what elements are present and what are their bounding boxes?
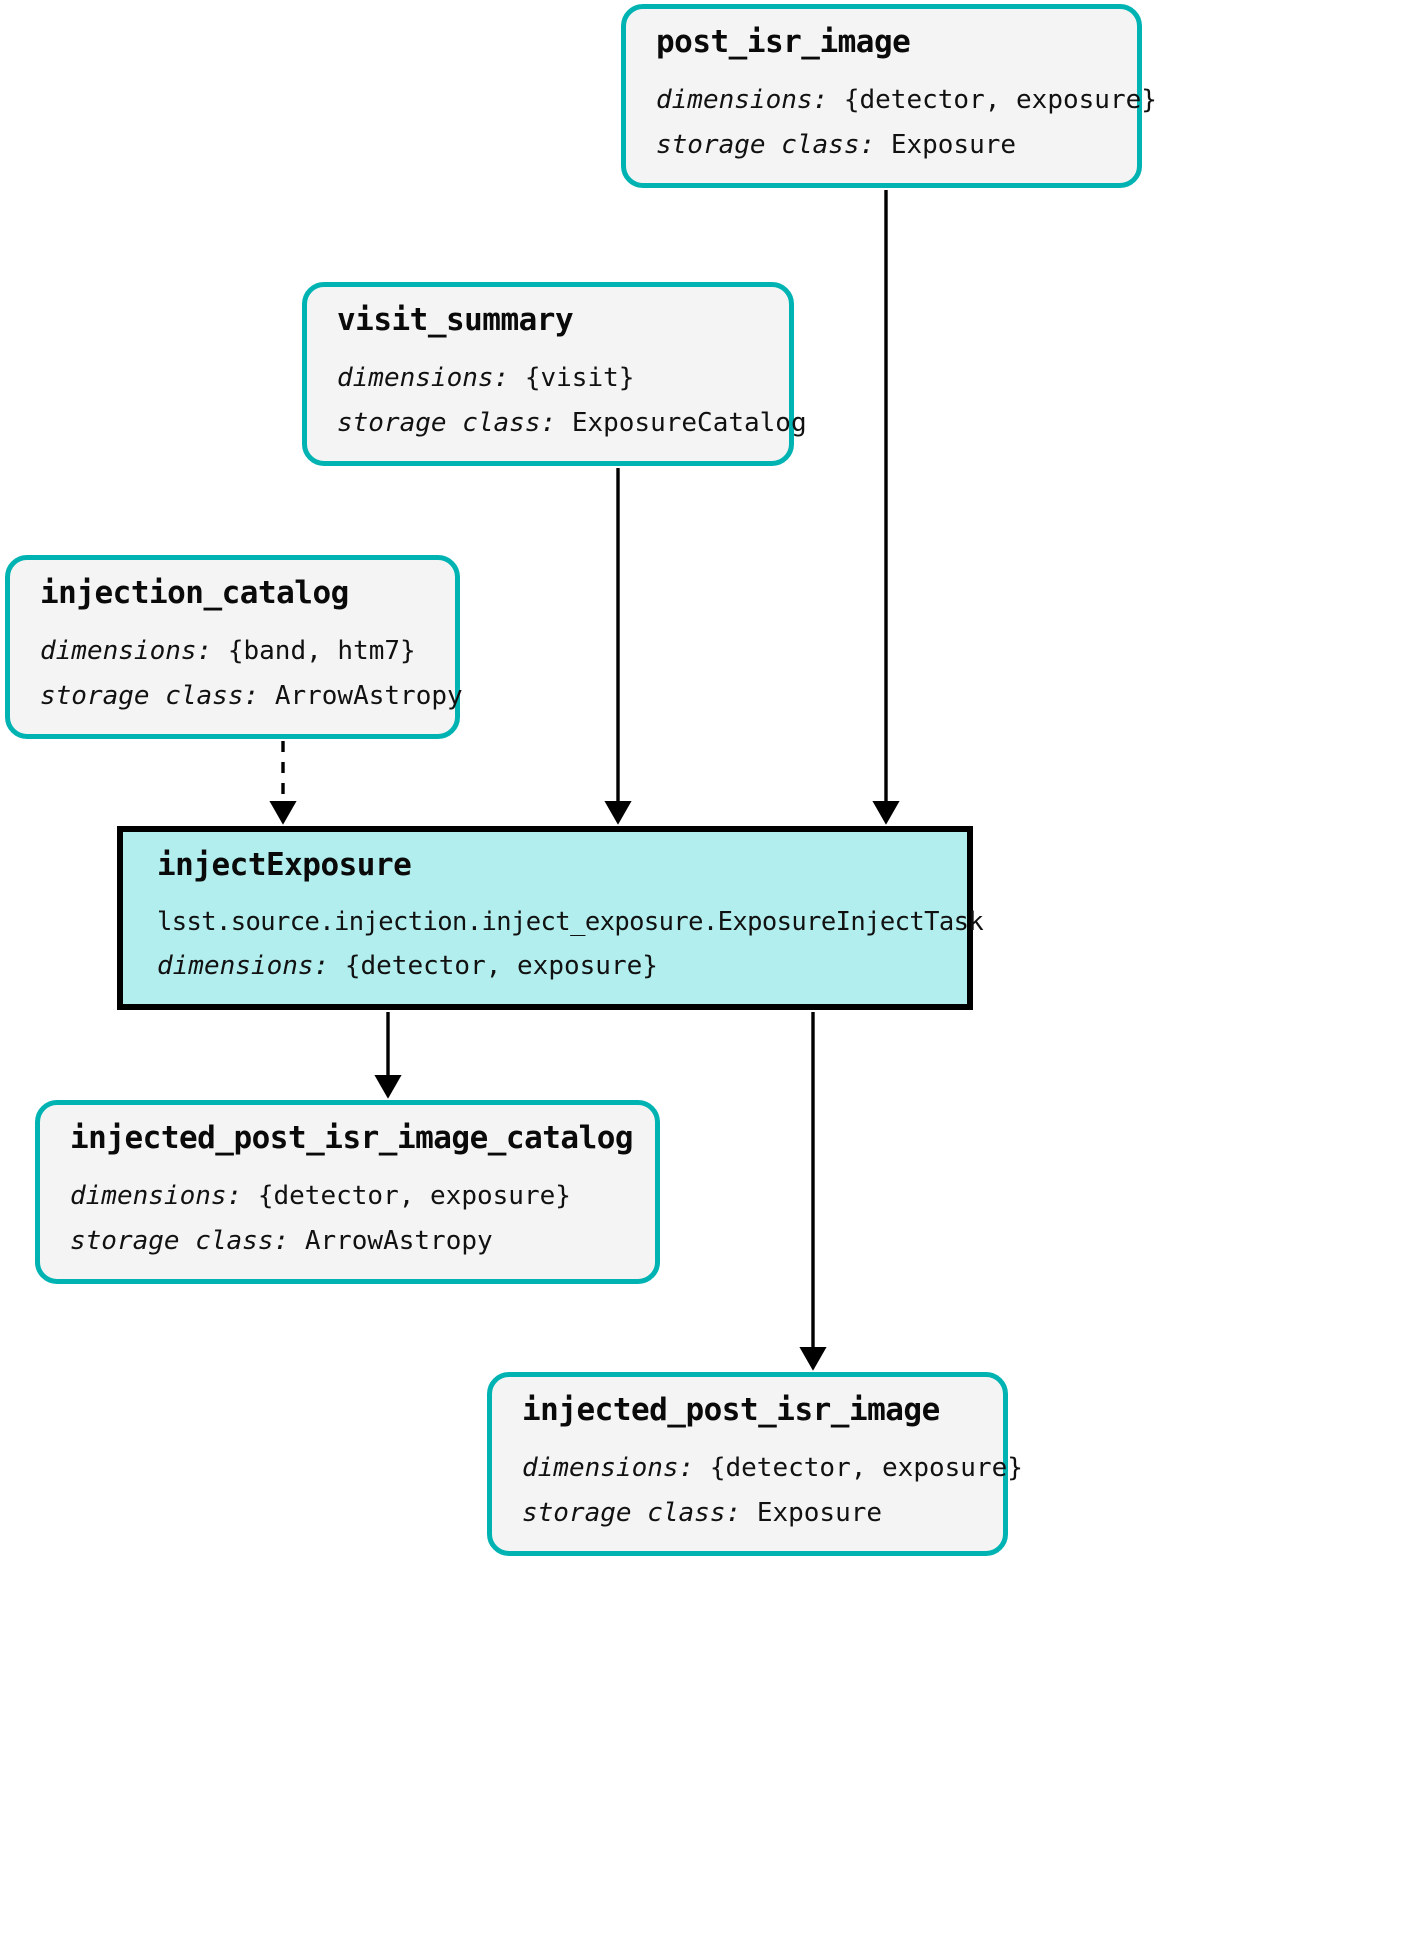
storage-class-label: storage class: (40, 680, 260, 711)
dimensions-value: {detector, exposure} (843, 84, 1157, 115)
storage-class-value: Exposure (890, 129, 1017, 160)
dimensions-label: dimensions: (656, 84, 829, 115)
dataset-node-injected-post-isr-image[interactable]: injected_post_isr_image dimensions: {det… (487, 1372, 1023, 1556)
storage-class-label: storage class: (70, 1225, 290, 1256)
task-class-path: lsst.source.injection.inject_exposure.Ex… (157, 907, 984, 938)
storage-class-value: ArrowAstropy (274, 680, 463, 711)
node-dimensions-line: dimensions: {band, htm7} (40, 632, 425, 671)
node-dimensions-line: dimensions: {visit} (337, 359, 759, 398)
node-title: post_isr_image (656, 24, 911, 61)
node-title: injection_catalog (40, 575, 349, 612)
node-title: injected_post_isr_image (522, 1392, 940, 1429)
dimensions-label: dimensions: (40, 635, 213, 666)
storage-class-value: ArrowAstropy (304, 1225, 493, 1256)
node-title: injectExposure (157, 846, 412, 883)
node-dimensions-line: dimensions: {detector, exposure} (656, 81, 1157, 120)
storage-class-label: storage class: (337, 407, 557, 438)
node-dimensions-line: dimensions: {detector, exposure} (70, 1177, 625, 1216)
dimensions-label: dimensions: (70, 1180, 243, 1211)
node-dimensions-line: dimensions: {detector, exposure} (522, 1449, 1023, 1488)
node-dimensions-line: dimensions: {detector, exposure} (157, 947, 937, 986)
node-storage-class-line: storage class: ArrowAstropy (40, 677, 463, 716)
dimensions-value: {band, htm7} (227, 635, 416, 666)
node-storage-class-line: storage class: Exposure (522, 1494, 973, 1533)
dimensions-value: {detector, exposure} (344, 951, 658, 982)
node-title: visit_summary (337, 302, 574, 339)
dimensions-label: dimensions: (157, 951, 330, 982)
node-storage-class-line: storage class: ExposureCatalog (337, 404, 807, 443)
dimensions-value: {visit} (524, 362, 635, 393)
storage-class-value: ExposureCatalog (571, 407, 807, 438)
storage-class-label: storage class: (522, 1497, 742, 1528)
task-node-inject-exposure[interactable]: injectExposure lsst.source.injection.inj… (117, 826, 984, 1010)
dimensions-label: dimensions: (337, 362, 510, 393)
dimensions-label: dimensions: (522, 1452, 695, 1483)
dimensions-value: {detector, exposure} (257, 1180, 571, 1211)
dataset-node-visit-summary[interactable]: visit_summary dimensions: {visit} storag… (302, 282, 807, 466)
dataset-node-injection-catalog[interactable]: injection_catalog dimensions: {band, htm… (5, 555, 463, 739)
node-storage-class-line: storage class: Exposure (656, 126, 1107, 165)
dataset-node-post-isr-image[interactable]: post_isr_image dimensions: {detector, ex… (621, 4, 1157, 188)
node-title: injected_post_isr_image_catalog (70, 1120, 634, 1157)
node-storage-class-line: storage class: ArrowAstropy (70, 1222, 625, 1261)
dimensions-value: {detector, exposure} (709, 1452, 1023, 1483)
storage-class-value: Exposure (756, 1497, 883, 1528)
dataset-node-injected-post-isr-image-catalog[interactable]: injected_post_isr_image_catalog dimensio… (35, 1100, 660, 1284)
storage-class-label: storage class: (656, 129, 876, 160)
